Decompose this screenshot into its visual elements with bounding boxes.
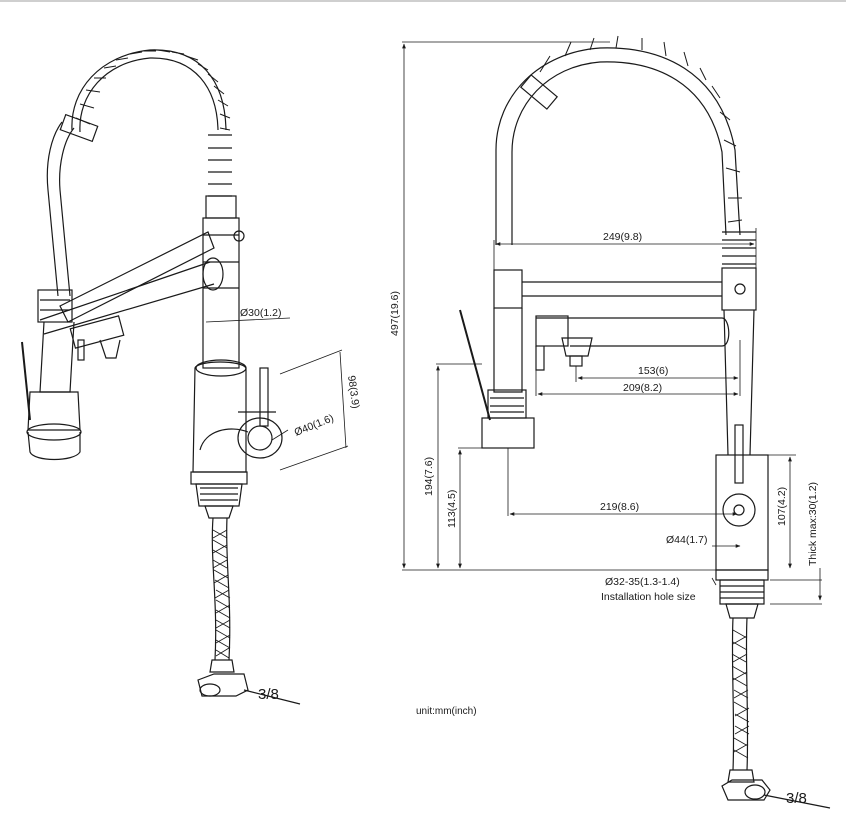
right-label-hole-size: Installation hole size — [601, 591, 696, 603]
right-label-hole-diameter: Ø32-35(1.3-1.4) — [605, 576, 680, 588]
right-label-thick-max: Thick max:30(1.2) — [807, 482, 819, 566]
left-spring-clip — [59, 113, 99, 143]
right-dimension-lines — [402, 41, 822, 605]
right-label-spout-reach: 249(9.8) — [603, 231, 642, 243]
left-label-handle-diameter: Ø40(1.6) — [293, 412, 336, 439]
left-gooseneck — [46, 113, 99, 297]
right-label-total-height: 497(19.6) — [389, 291, 401, 336]
left-label-hose-thread: 3/8 — [258, 686, 279, 703]
right-faucet-body — [715, 424, 769, 571]
right-spray-head — [459, 308, 535, 449]
left-pipe — [202, 217, 245, 369]
right-label-spray-head-height: 194(7.6) — [423, 457, 435, 496]
right-label-sprayer-reach-outer: 209(8.2) — [623, 382, 662, 394]
left-label-handle-height: 98(3.9) — [345, 375, 362, 410]
left-faucet-body — [192, 359, 249, 473]
right-label-base-diameter: Ø44(1.7) — [666, 534, 707, 546]
right-faucet-view — [402, 35, 831, 809]
right-base-nut — [715, 569, 769, 619]
top-rule — [0, 0, 846, 2]
right-label-sprayer-reach: 153(6) — [638, 365, 668, 377]
left-faucet-view — [21, 45, 349, 705]
left-base-nut — [190, 471, 248, 519]
left-spray-head — [21, 289, 82, 461]
right-spring-clip — [519, 74, 559, 110]
left-dimension-lines — [205, 317, 349, 471]
right-sprayer-arm — [535, 315, 730, 371]
left-sprayer — [69, 315, 125, 361]
right-spring-coil — [495, 35, 756, 265]
right-label-spray-head-bottom-height: 113(4.5) — [446, 490, 458, 528]
left-label-pipe-diameter: Ø30(1.2) — [240, 307, 281, 319]
right-label-body-height: 107(4.2) — [776, 487, 788, 526]
right-pipe — [493, 267, 757, 456]
right-label-spray-head-reach: 219(8.6) — [600, 501, 639, 513]
unit-note: unit:mm(inch) — [416, 706, 477, 717]
left-spring-coil — [67, 45, 237, 219]
right-label-hose-thread: 3/8 — [786, 790, 807, 807]
left-spout-arm — [39, 231, 224, 335]
left-handle — [237, 367, 283, 459]
left-braided-hose — [197, 517, 301, 705]
right-braided-hose — [721, 617, 831, 809]
